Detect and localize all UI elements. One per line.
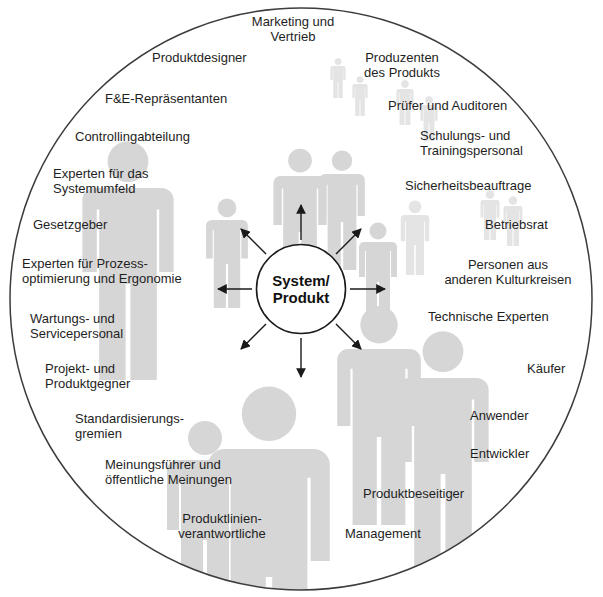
- center-title: System/ Produkt: [272, 272, 330, 306]
- stakeholder-label: Anwender: [470, 408, 529, 423]
- stakeholder-label: Produktlinien- verantwortliche: [178, 511, 265, 541]
- stakeholder-label: Produzenten des Produkts: [364, 50, 440, 80]
- stakeholder-label: F&E-Repräsentanten: [105, 91, 227, 106]
- stakeholder-label: Betriebsrat: [485, 217, 548, 232]
- stakeholder-label: Käufer: [527, 361, 565, 376]
- stakeholder-label: Standardisierungs- gremien: [75, 411, 184, 441]
- stakeholder-label: Marketing und Vertrieb: [252, 14, 334, 44]
- center-circle: System/ Produkt: [255, 243, 347, 335]
- stakeholder-label: Experten für das Systemumfeld: [53, 166, 148, 196]
- stakeholder-label: Projekt- und Produktgegner: [45, 361, 130, 391]
- stakeholder-label: Entwickler: [470, 446, 529, 461]
- stakeholder-label: Personen aus anderen Kulturkreisen: [444, 257, 571, 287]
- outer-circle: [10, 8, 592, 590]
- stakeholder-label: Meinungsführer und öffentliche Meinungen: [105, 457, 232, 487]
- stakeholder-label: Prüfer und Auditoren: [388, 98, 507, 113]
- stakeholder-label: Produktbeseitiger: [363, 486, 464, 501]
- stakeholder-label: Gesetzgeber: [33, 217, 107, 232]
- stakeholder-label: Produktdesigner: [152, 50, 247, 65]
- stakeholder-label: Schulungs- und Trainingspersonal: [420, 128, 523, 158]
- stakeholder-label: Management: [345, 526, 421, 541]
- stakeholder-label: Technische Experten: [428, 309, 549, 324]
- stakeholder-label: Experten für Prozess- optimierung und Er…: [22, 256, 182, 286]
- stakeholder-label: Wartungs- und Servicepersonal: [30, 311, 123, 341]
- stakeholder-label: Sicherheitsbeauftrage: [405, 178, 531, 193]
- radiating-arrows: [218, 205, 385, 377]
- stakeholder-label: Controllingabteilung: [75, 129, 190, 144]
